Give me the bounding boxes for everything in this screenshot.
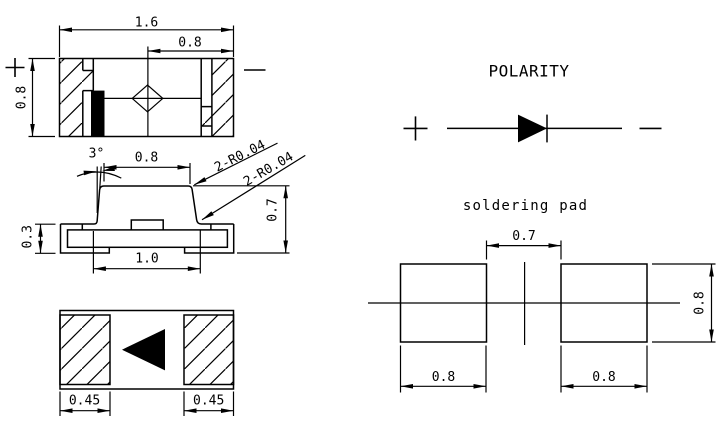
dim-text-0.8-top: 0.8 [178,36,201,51]
dim-text-0.7-gap: 0.7 [512,229,535,244]
dim-text-0.8-side: 0.8 [135,150,158,165]
dim-text-0.45-right: 0.45 [193,394,224,409]
soldering-pad-title: soldering pad [463,198,588,214]
bottom-view-polarity-triangle [122,329,165,371]
bottom-view-left-pad [59,314,111,386]
top-view-right-electrode-lines [200,58,213,137]
polarity-section: POLARITY [403,62,662,143]
bottom-view: 0.45 0.45 [59,309,235,416]
side-view-dim-bottom-width: 1.0 [92,230,201,274]
side-view-epoxy-outline [60,185,234,225]
polarity-plus-symbol [403,116,428,141]
top-view-left-electrode-hatch [59,58,94,137]
soldering-pad-dim-gap: 0.7 [485,229,562,260]
top-view-die-diamond [131,84,164,113]
top-view-right-electrode-hatch [211,58,234,137]
side-view-center-bump [130,219,164,230]
side-view-right-terminal [183,224,235,254]
dim-text-3deg: 3° [89,146,105,161]
dim-text-0.8-pad-right: 0.8 [592,370,615,385]
top-view-dim-center-to-end: 0.8 [147,36,234,54]
side-view-dim-terminal-thickness: 0.3 [21,223,56,254]
top-view-body-outline [58,57,235,138]
dim-text-1.6: 1.6 [135,15,158,30]
soldering-pad-dim-width-right: 0.8 [560,345,648,393]
bottom-view-dim-pad-left: 0.45 [59,391,111,416]
dim-text-0.8-left: 0.8 [14,86,29,109]
polarity-diode-symbol [447,114,622,143]
dim-text-0.8-pad-left: 0.8 [432,370,455,385]
diode-triangle [518,114,547,143]
side-view-left-terminal [59,224,111,254]
bottom-view-right-pad [183,314,235,386]
bottom-view-dim-pad-right: 0.45 [183,391,235,416]
top-view-right-electrode-notch-hatch [201,106,212,126]
top-view-plus-symbol [5,58,25,77]
polarity-title: POLARITY [488,62,569,81]
side-view-dim-height: 0.7 [193,185,290,254]
side-view-dim-top-width: 0.8 [103,150,191,184]
top-view-cathode-bar [91,90,105,137]
top-view-left-electrode-lines [82,58,95,137]
dim-text-0.3: 0.3 [21,225,36,248]
top-view-dim-overall-height: 0.8 [14,57,55,138]
side-view-substrate [66,229,229,249]
dim-text-0.45-left: 0.45 [69,394,100,409]
top-view-dim-overall-width: 1.6 [58,15,235,57]
dim-text-0.7-side: 0.7 [266,198,281,221]
dim-text-1.0: 1.0 [135,251,158,266]
top-view: 1.6 0.8 0.8 [5,15,266,138]
soldering-pad-dim-height: 0.8 [652,263,716,343]
dim-text-0.8-pad-height: 0.8 [693,291,708,314]
soldering-pad-dim-width-left: 0.8 [399,345,487,393]
soldering-pad-section: soldering pad 0.7 0.8 [368,198,716,393]
side-view-dim-draft-angle: 3° [76,146,122,213]
